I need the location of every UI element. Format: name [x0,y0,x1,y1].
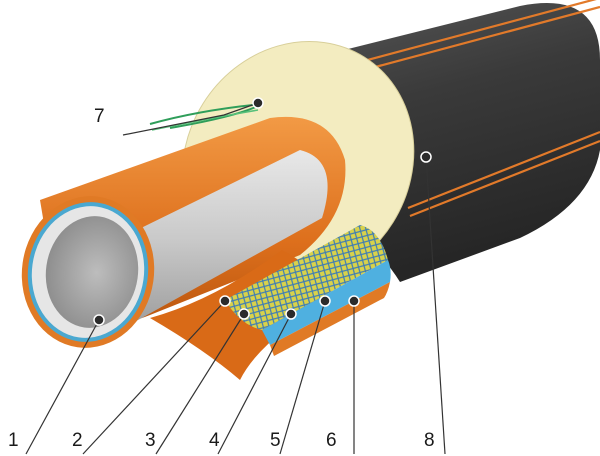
label-3: 3 [145,430,156,451]
marker-7 [252,97,264,109]
label-2: 2 [72,430,83,451]
label-5: 5 [270,430,281,451]
label-8: 8 [424,430,435,451]
marker-1 [93,314,105,326]
inner-pipe [21,150,328,348]
label-7: 7 [94,106,105,127]
marker-6 [348,295,360,307]
label-6: 6 [326,430,337,451]
label-1: 1 [8,430,19,451]
label-4: 4 [209,430,220,451]
marker-8 [420,151,432,163]
marker-4 [285,308,297,320]
marker-3 [238,308,250,320]
marker-2 [219,295,231,307]
marker-5 [319,295,331,307]
